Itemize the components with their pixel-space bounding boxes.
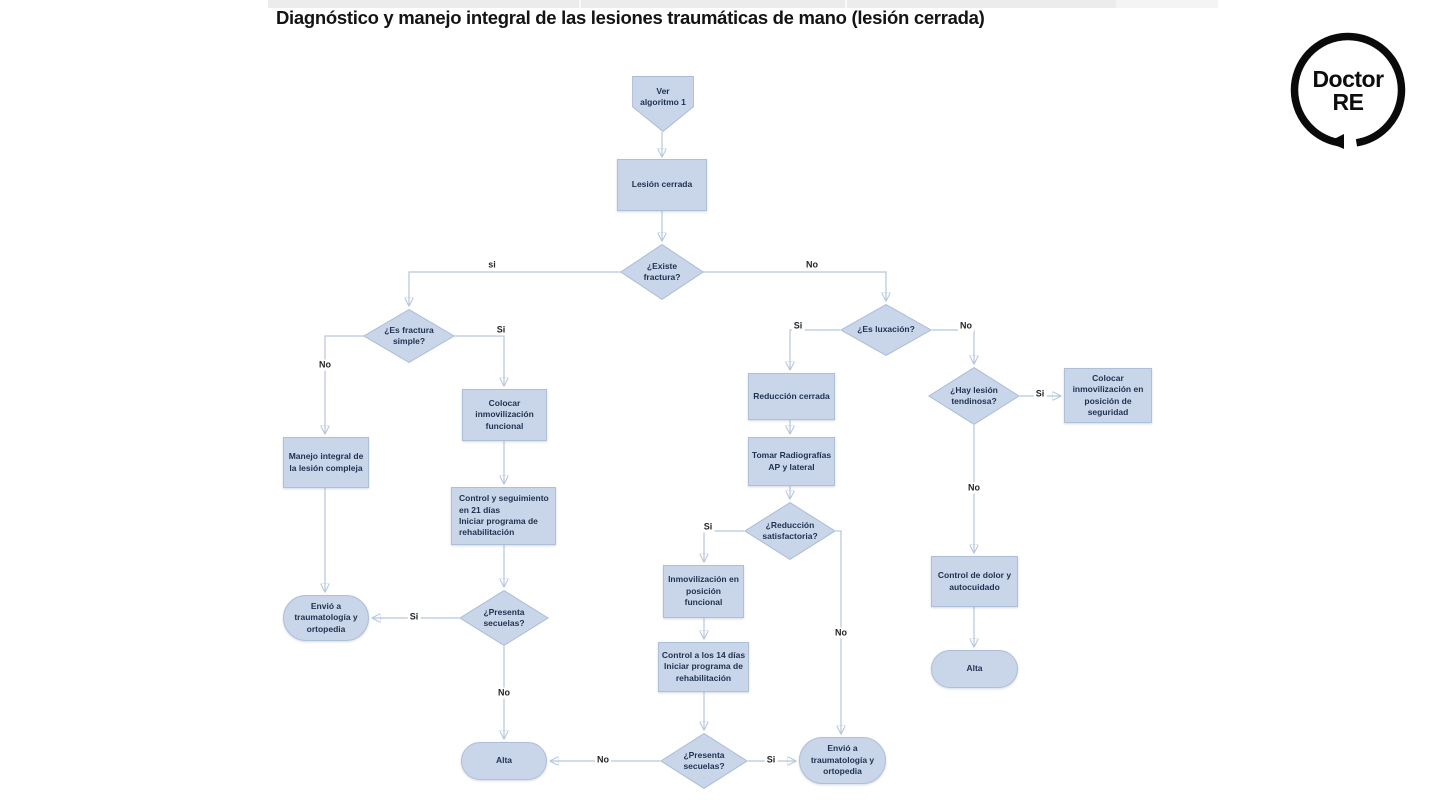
page-title: Diagnóstico y manejo integral de las les… (276, 7, 985, 28)
edge-label-no: No (595, 754, 611, 766)
doctor-re-logo: Doctor RE (1288, 30, 1408, 152)
connector-simple-manejo (325, 335, 364, 433)
node-control-dolor: Control de dolor y autocuidado (931, 556, 1018, 607)
edge-label-no: No (833, 627, 849, 639)
node-envio-traumatologia-der: Envió a traumatología y ortopedia (799, 737, 886, 784)
node-label: Colocar inmovilización en posición de se… (1072, 372, 1144, 417)
node-label: ¿Existe fractura? (643, 260, 681, 282)
node-inmovilizacion-funcional: Inmovilización en posición funcional (663, 565, 744, 618)
connector-luxacion-reduccion (790, 329, 840, 369)
connector-luxacion-tendinosa (932, 329, 974, 363)
edge-label-no: No (496, 687, 512, 699)
logo-circle-icon (1290, 32, 1406, 149)
node-label: ¿Presenta secuelas? (683, 749, 725, 771)
diamond-shape (744, 502, 836, 560)
node-label: ¿Hay lesión tendinosa? (950, 384, 998, 406)
edge-label-no: No (317, 359, 333, 371)
node-label: Tomar Radiografías AP y lateral (751, 450, 832, 472)
diamond-shape (459, 590, 549, 646)
node-es-fractura-simple: ¿Es fractura simple? (363, 309, 455, 363)
node-hay-lesion-tendinosa: ¿Hay lesión tendinosa? (928, 367, 1020, 425)
edge-label-no: No (804, 259, 820, 271)
node-reduccion-satisfactoria: ¿Reducción satisfactoria? (744, 502, 836, 560)
node-label: ¿Presenta secuelas? (483, 606, 525, 628)
connector-satisfactoria-envio2 (836, 530, 841, 733)
cropped-table-strip (268, 0, 1116, 8)
node-alta-der: Alta (931, 650, 1018, 688)
edge-label-si: Si (407, 611, 421, 623)
node-presenta-secuelas-izq: ¿Presenta secuelas? (459, 590, 549, 646)
edge-label-si: Si (701, 521, 715, 533)
node-label: Control y seguimiento en 21 días Iniciar… (459, 493, 549, 538)
edge-label-si: Si (1033, 388, 1047, 400)
node-ver-algoritmo-1: Ver algoritmo 1 (632, 76, 694, 132)
node-colocar-inmovilizacion-seguridad: Colocar inmovilización en posición de se… (1064, 368, 1152, 423)
node-label: Control de dolor y autocuidado (937, 570, 1012, 592)
node-label: Colocar inmovilización funcional (475, 397, 534, 431)
node-label: ¿Es fractura simple? (384, 324, 434, 346)
node-label: Manejo integral de la lesión compleja (288, 451, 364, 473)
node-tomar-radiografias: Tomar Radiografías AP y lateral (748, 437, 835, 486)
logo-text: Doctor RE (1288, 30, 1408, 152)
node-colocar-inmovilizacion-funcional: Colocar inmovilización funcional (462, 389, 547, 441)
connector-existe-simple (409, 271, 622, 305)
node-label: Ver algoritmo 1 (640, 85, 686, 107)
diamond-shape (928, 367, 1020, 425)
node-envio-traumatologia-izq: Envió a traumatología y ortopedia (283, 595, 369, 641)
node-control-21-dias: Control y seguimiento en 21 días Iniciar… (451, 487, 556, 545)
node-label: Alta (966, 663, 983, 674)
edge-label-si: Si (494, 324, 508, 336)
edge-label-si: si (486, 259, 498, 271)
node-presenta-secuelas-centro: ¿Presenta secuelas? (660, 733, 748, 789)
strip-divider (579, 0, 581, 8)
pentagon-shape (632, 76, 694, 132)
node-label: Lesión cerrada (631, 179, 693, 190)
edge-label-no: No (958, 320, 974, 332)
node-manejo-integral: Manejo integral de la lesión compleja (283, 437, 369, 488)
node-label: ¿Reducción satisfactoria? (762, 519, 818, 541)
node-lesion-cerrada: Lesión cerrada (617, 159, 707, 211)
logo-line2: RE (1332, 89, 1364, 115)
connector-satisfactoria-inmov (704, 530, 744, 561)
node-label: Envió a traumatología y ortopedia (294, 600, 358, 634)
diamond-shape (660, 733, 748, 789)
node-reduccion-cerrada: Reducción cerrada (748, 373, 835, 420)
diamond-shape (363, 309, 455, 363)
cropped-table-strip-right (1116, 0, 1218, 8)
connector-existe-luxacion (702, 271, 886, 300)
node-label: Inmovilización en posición funcional (668, 574, 739, 608)
node-existe-fractura: ¿Existe fractura? (620, 244, 704, 300)
node-label: ¿Es luxación? (857, 324, 915, 335)
edge-label-si: Si (791, 320, 805, 332)
diamond-shape (840, 304, 932, 356)
node-label: Control a los 14 días Iniciar programa d… (661, 649, 746, 683)
logo-line1: Doctor (1312, 65, 1384, 92)
connector-simple-colocar (454, 335, 504, 385)
node-es-luxacion: ¿Es luxación? (840, 304, 932, 356)
node-label: Alta (495, 755, 513, 766)
node-label: Envió a traumatología y ortopedia (810, 743, 875, 777)
node-control-14-dias: Control a los 14 días Iniciar programa d… (658, 642, 749, 692)
diamond-shape (620, 244, 704, 300)
edge-label-si: Si (764, 754, 778, 766)
strip-divider (845, 0, 847, 8)
node-label: Reducción cerrada (753, 390, 830, 401)
node-alta-izq: Alta (461, 742, 547, 780)
edge-label-no: No (966, 482, 982, 494)
